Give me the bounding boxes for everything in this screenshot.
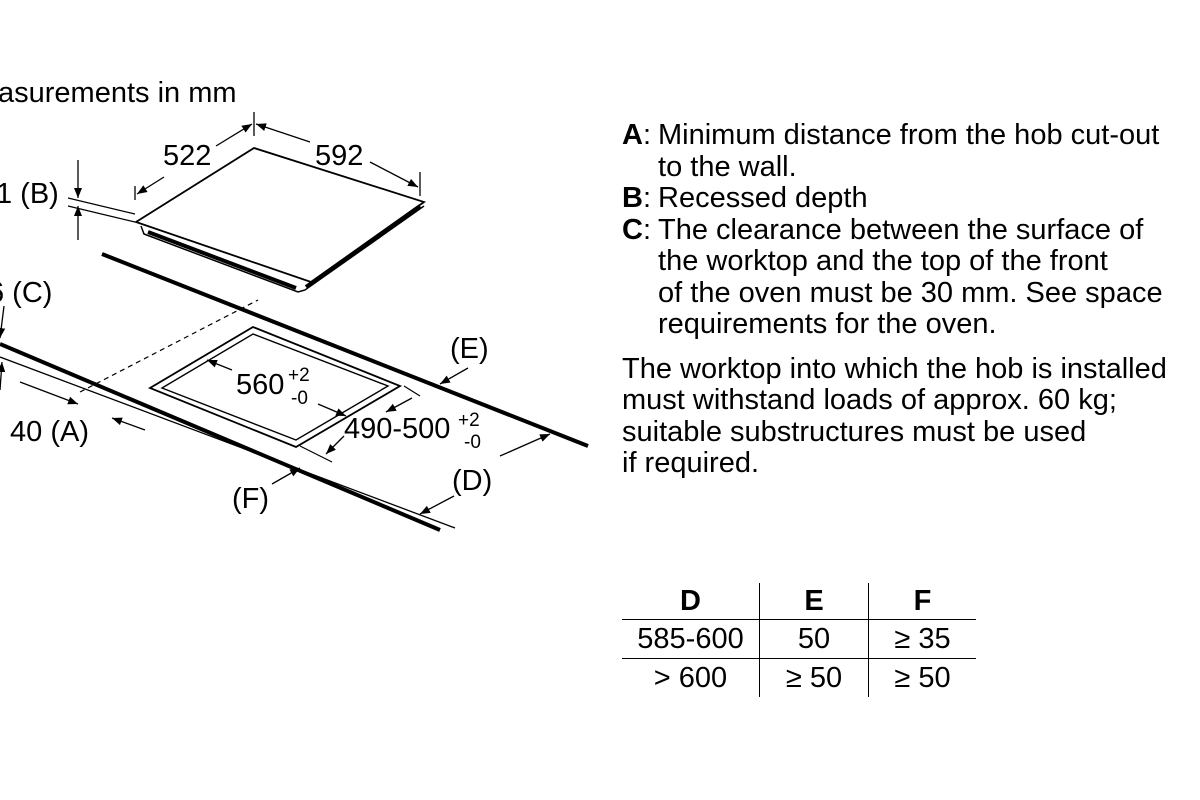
note-b-line: Recessed depth xyxy=(658,182,868,214)
table-header-e: E xyxy=(759,583,869,620)
hob-cutout xyxy=(147,325,403,449)
note-a-letter: A xyxy=(622,119,643,151)
units-heading: asurements in mm xyxy=(0,77,237,109)
table-cell: ≥ 50 xyxy=(894,661,951,694)
label-c: 6 (C) xyxy=(0,277,52,309)
cutout-depth-label: 490-500 xyxy=(344,413,450,445)
clearance-table: D E F 585-600 50 ≥ 35 > 600 ≥ 50 ≥ 50 xyxy=(622,583,976,697)
cutout-depth-dimension: 490-500 +2 -0 xyxy=(299,385,481,463)
label-d: (D) xyxy=(452,465,492,497)
table-cell: 50 xyxy=(759,619,869,659)
note-a-colon: : xyxy=(642,119,652,151)
cutout-depth-tol-plus: +2 xyxy=(458,410,480,431)
note-b-colon: : xyxy=(642,182,652,214)
note-b-letter: B xyxy=(622,182,643,214)
note-a-line: Minimum distance from the hob cut-out xyxy=(658,119,1160,151)
recessed-depth-dimension: 1 (B) xyxy=(0,160,136,240)
cutout-width-dimension: 560 +2 -0 xyxy=(206,359,347,417)
note-b: B: Recessed depth xyxy=(622,182,1200,215)
hob-width-label: 592 xyxy=(315,140,363,172)
installation-note: The worktop into which the hob is instal… xyxy=(622,352,1200,480)
table-cell: ≥ 35 xyxy=(868,619,976,659)
note-c-line: requirements for the oven. xyxy=(658,308,997,340)
note-c-letter: C xyxy=(622,213,643,246)
installation-note-line: must withstand loads of approx. 60 kg; xyxy=(622,384,1117,416)
cutout-width-tol-plus: +2 xyxy=(288,365,310,386)
table-header-row: D E F xyxy=(622,583,976,620)
note-a: A: Minimum distance from the hob cut-out… xyxy=(622,119,1200,183)
table-cell: 585-600 xyxy=(622,619,760,659)
cutout-width-tol-minus: -0 xyxy=(291,388,308,409)
table-cell: ≥ 50 xyxy=(759,658,869,697)
table-cell: > 600 xyxy=(622,658,760,697)
table-row: > 600 ≥ 50 ≥ 50 xyxy=(622,658,976,697)
label-b: 1 (B) xyxy=(0,178,59,210)
table-header-f: F xyxy=(868,583,976,620)
hob-appliance xyxy=(133,147,426,293)
note-a-line: to the wall. xyxy=(658,150,797,183)
worktop xyxy=(0,252,589,532)
installation-note-line: The worktop into which the hob is instal… xyxy=(622,352,1167,385)
hob-width-dimension: 592 xyxy=(255,123,421,196)
note-c-line: The clearance between the surface of xyxy=(658,213,1144,246)
label-a: 40 (A) xyxy=(10,416,89,448)
table-header-d: D xyxy=(622,583,760,620)
cutout-depth-tol-minus: -0 xyxy=(464,432,481,453)
cutout-width-label: 560 xyxy=(236,369,284,401)
wall-distance-dimension: 40 (A) xyxy=(10,381,146,448)
clearance-dimension: 6 (C) xyxy=(0,277,52,391)
table-row: 585-600 50 ≥ 35 xyxy=(622,619,976,659)
front-edge-dimension: (F) xyxy=(232,467,301,515)
label-f: (F) xyxy=(232,483,269,515)
note-c-line: of the oven must be 30 mm. See space xyxy=(658,276,1163,309)
note-c-line: the worktop and the top of the front xyxy=(658,245,1108,277)
installation-note-line: suitable substructures must be used xyxy=(622,415,1087,448)
note-c-colon: : xyxy=(642,213,652,246)
hob-depth-dimension: 522 xyxy=(134,112,255,200)
label-e: (E) xyxy=(450,333,489,365)
worktop-depth-dimension: (D) xyxy=(419,433,551,515)
hob-depth-label: 522 xyxy=(163,140,211,172)
installation-note-line: if required. xyxy=(622,447,760,479)
note-c: C: The clearance between the surface of … xyxy=(622,213,1200,341)
notes-panel: A: Minimum distance from the hob cut-out… xyxy=(622,119,1200,480)
back-edge-dimension: (E) xyxy=(439,333,489,385)
